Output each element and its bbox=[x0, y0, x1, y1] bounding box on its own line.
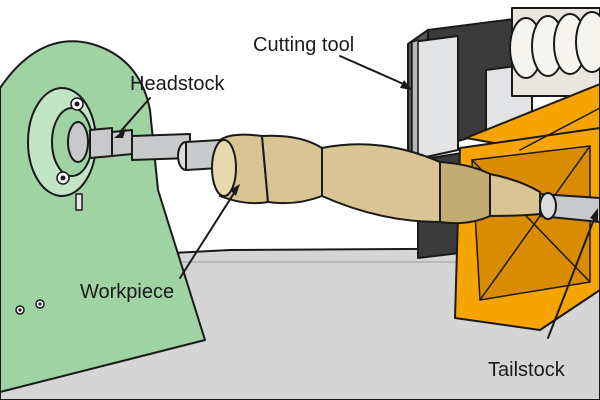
tailstock-leader bbox=[547, 213, 597, 339]
tool-blade-edge bbox=[411, 39, 419, 161]
workpiece-segment-2 bbox=[261, 134, 323, 205]
workpiece-segment-4 bbox=[439, 161, 491, 225]
workpiece-label: Workpiece bbox=[80, 281, 174, 303]
cutting-tool-label: Cutting tool bbox=[253, 34, 354, 56]
leader-lines bbox=[114, 55, 598, 339]
cutting-tool-leader bbox=[339, 55, 409, 87]
headstock-label: Headstock bbox=[130, 73, 225, 95]
workpiece-leader bbox=[179, 189, 237, 279]
tailstock-spindle bbox=[539, 192, 600, 223]
workpiece-segment-3 bbox=[321, 143, 441, 223]
headstock-leader bbox=[119, 97, 151, 133]
rollers bbox=[509, 7, 600, 97]
tailstock-label: Tailstock bbox=[488, 359, 566, 381]
headstock-lever bbox=[75, 193, 83, 211]
tool-blade bbox=[411, 35, 459, 161]
